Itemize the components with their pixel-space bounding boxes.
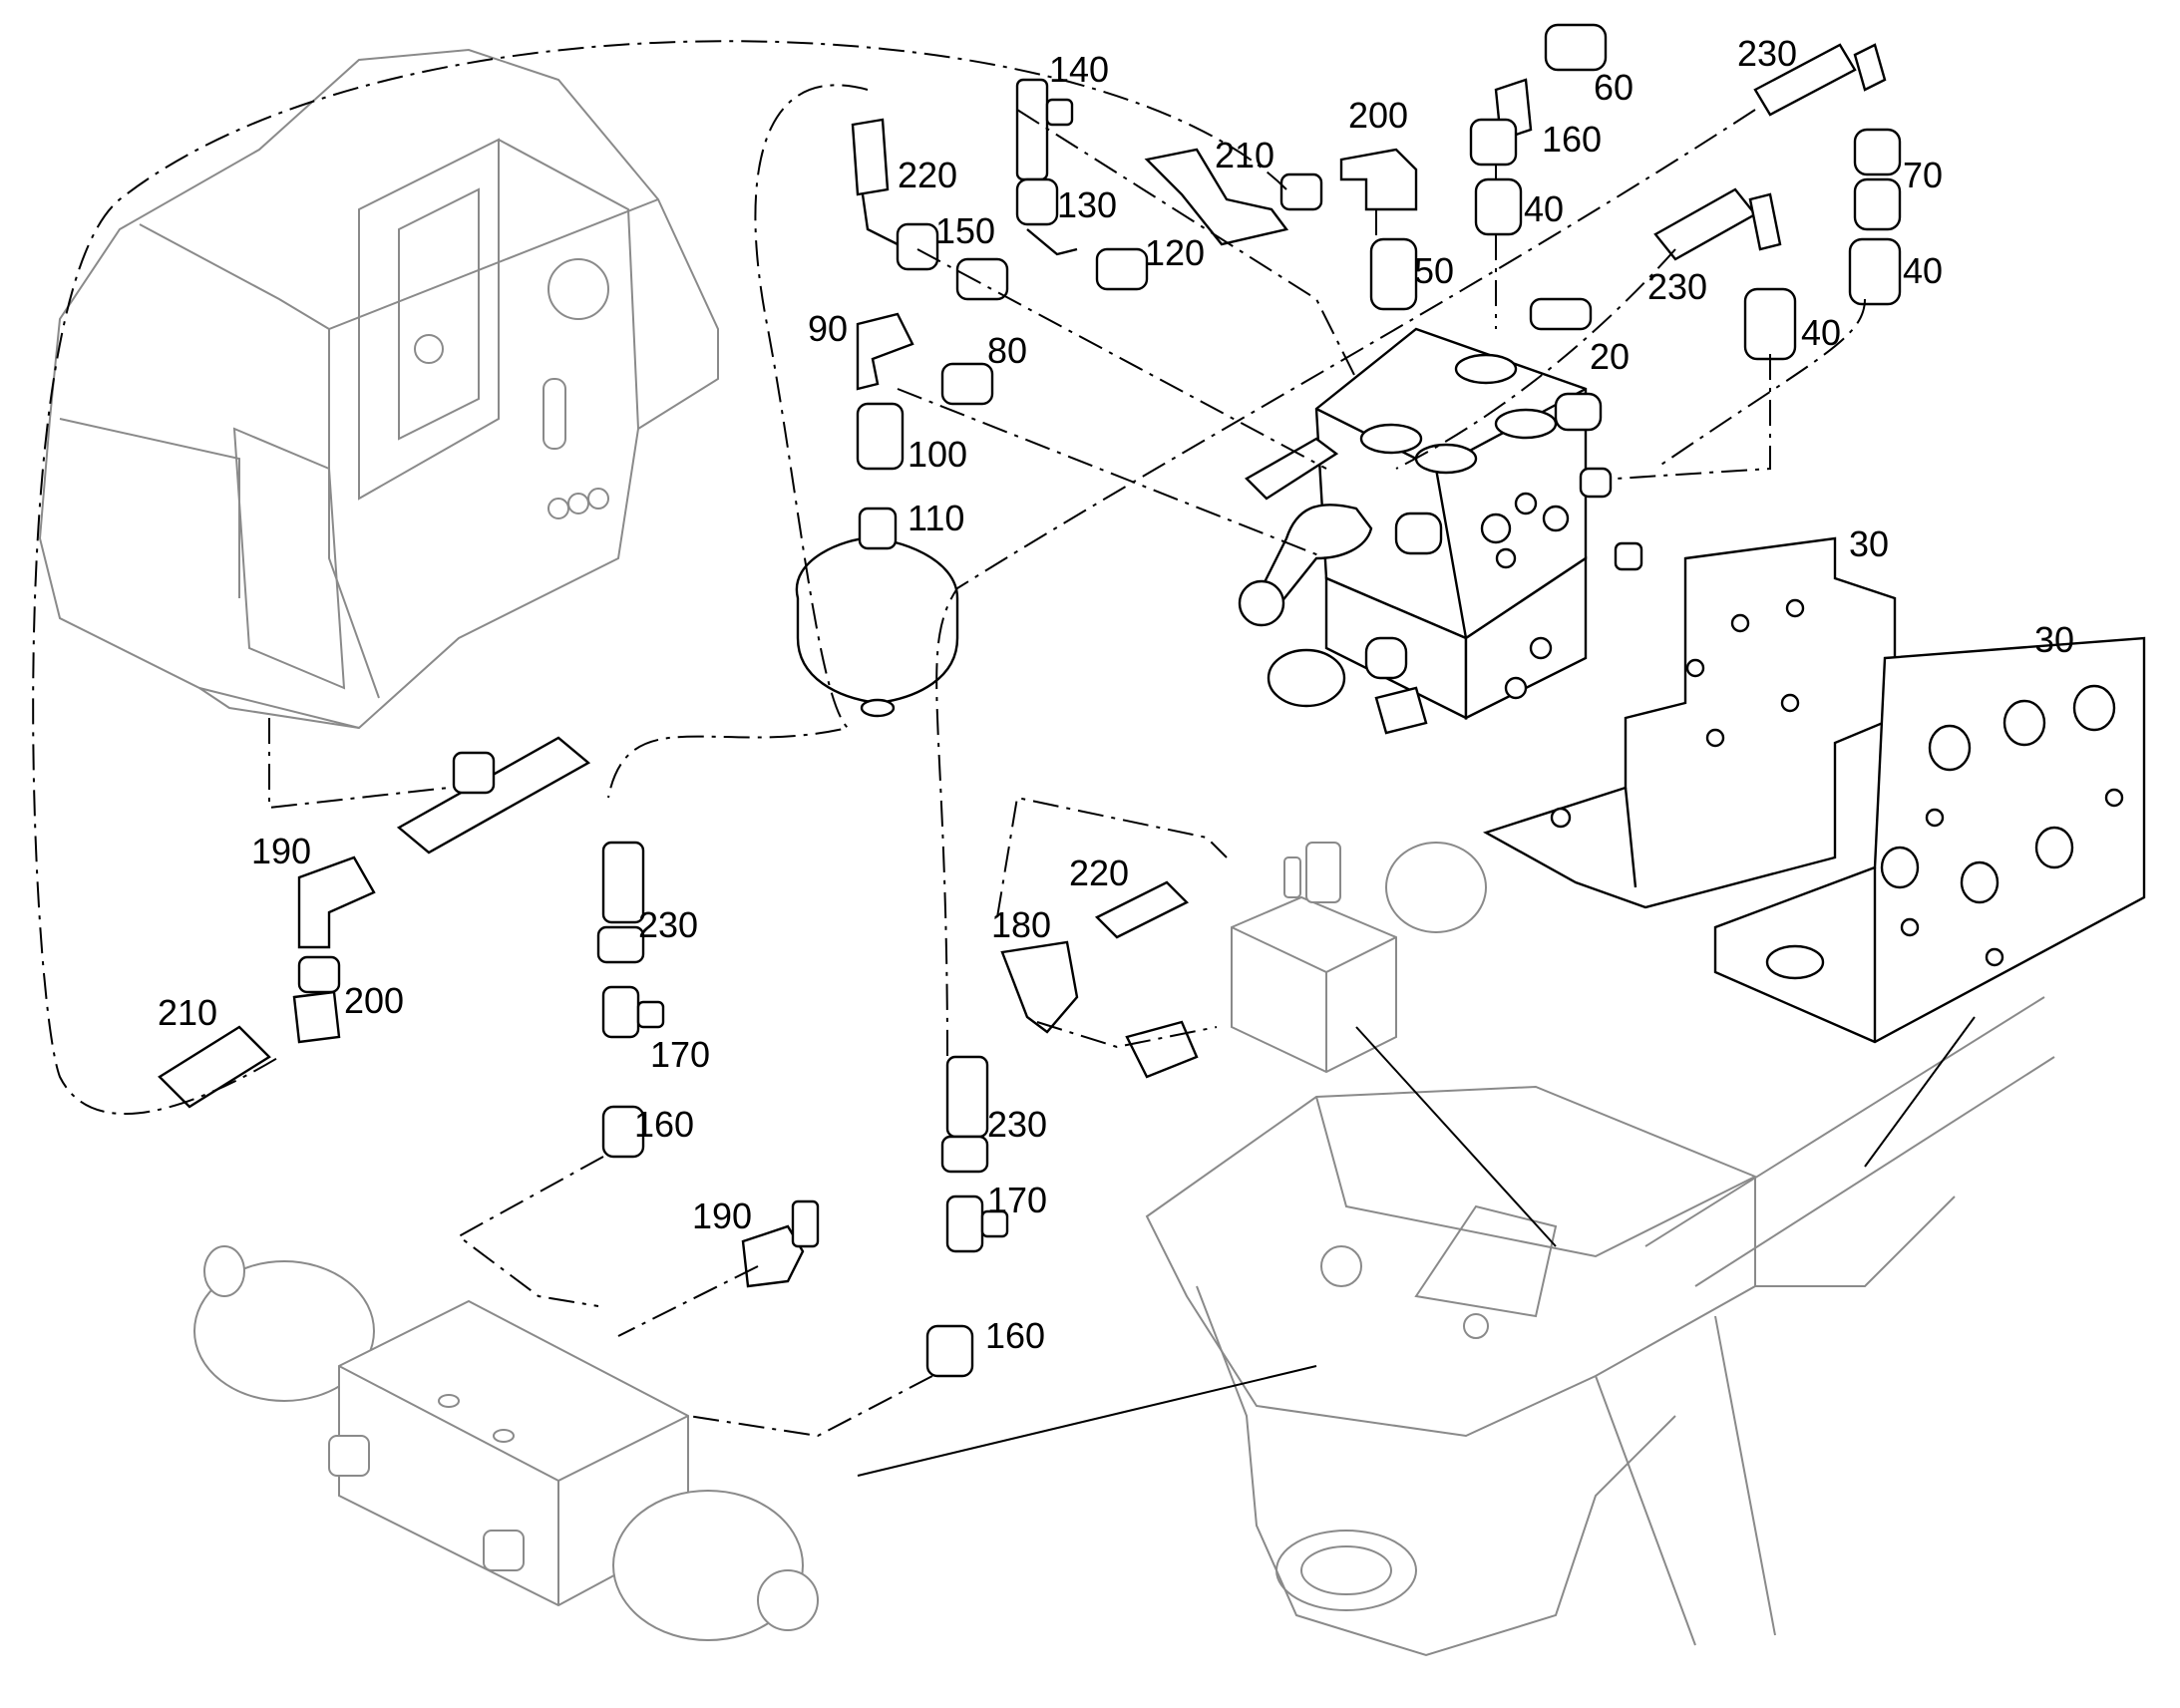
adapter-50: [1369, 237, 1418, 311]
hose-end-220-top: [851, 118, 890, 196]
tee-190-left: [297, 855, 376, 949]
callout-70: 70: [1903, 155, 1943, 195]
callout-120: 120: [1145, 232, 1205, 273]
hose-230-top: [1753, 43, 1857, 117]
elbow-90: [856, 312, 914, 391]
fittings: [158, 23, 1902, 1378]
hose-end-230-d: [945, 1055, 989, 1139]
callout-110: 110: [908, 498, 964, 538]
callout-30: 30: [1849, 523, 1889, 564]
adapter-120: [1095, 247, 1149, 291]
elbow-200-top: [1339, 148, 1418, 211]
control-valve-block: [1238, 297, 1643, 735]
chassis-articulation-frame: [1145, 842, 2055, 1657]
callout-230: 230: [1737, 33, 1797, 74]
elbow-160-c: [925, 1324, 974, 1378]
callout-190: 190: [692, 1196, 752, 1236]
leader-lines: [857, 1016, 1976, 1477]
cab-frame-housing: [38, 48, 719, 730]
callout-160: 160: [985, 1315, 1045, 1356]
callout-170: 170: [650, 1034, 710, 1075]
adapter-150: [955, 257, 1009, 301]
callout-40: 40: [1524, 188, 1564, 229]
callout-220: 220: [898, 155, 957, 195]
callout-30: 30: [2034, 619, 2074, 660]
elbow-160-b: [601, 1105, 645, 1159]
callout-100: 100: [908, 434, 967, 475]
callout-labels: 140 60 230 200 210 160 70 220 130 40 150…: [158, 33, 2074, 1356]
callout-130: 130: [1057, 184, 1117, 225]
adapter-80: [940, 362, 994, 406]
callout-90: 90: [808, 308, 848, 349]
nut-150: [896, 222, 939, 271]
callout-60: 60: [1594, 67, 1634, 108]
callout-160: 160: [1542, 119, 1602, 160]
callout-230: 230: [1647, 266, 1707, 307]
hose-220-b: [1094, 880, 1190, 939]
callout-230: 230: [638, 904, 698, 945]
callout-40: 40: [1801, 312, 1841, 353]
tee-180: [1000, 940, 1079, 1034]
tee-170-b: [945, 1195, 984, 1253]
nut-130: [1015, 177, 1059, 226]
callout-200: 200: [344, 980, 404, 1021]
hose-230-mid: [1653, 187, 1757, 261]
mounting-bracket-rear: [1482, 536, 1897, 909]
callout-170: 170: [987, 1180, 1047, 1220]
tee-fitting-140: [1015, 78, 1049, 181]
callout-50: 50: [1414, 250, 1454, 291]
callout-80: 80: [987, 330, 1027, 371]
adapter-100: [856, 402, 905, 471]
callout-230: 230: [987, 1104, 1047, 1145]
mounting-bracket-front: [1713, 636, 2146, 1044]
fitting-60: [1544, 23, 1608, 72]
callout-210: 210: [158, 992, 217, 1033]
callout-200: 200: [1348, 95, 1408, 136]
adapter-40-c: [1848, 237, 1902, 306]
tee-170-a: [601, 985, 640, 1039]
callout-160: 160: [634, 1104, 694, 1145]
accumulator-110: [795, 507, 959, 718]
adapter-40-b: [1743, 287, 1797, 361]
callout-40: 40: [1903, 250, 1943, 291]
callout-140: 140: [1049, 49, 1109, 90]
tee-190-b: [741, 1224, 805, 1288]
hose-210-top: [1144, 148, 1289, 246]
accumulator-valve-block-assembly: [193, 1245, 819, 1641]
callout-180: 180: [991, 904, 1051, 945]
callout-20: 20: [1590, 336, 1630, 377]
callout-210: 210: [1215, 135, 1274, 175]
callout-220: 220: [1069, 853, 1129, 893]
hose-210-left: [158, 1025, 271, 1109]
adapter-70: [1853, 128, 1902, 176]
callout-150: 150: [935, 210, 995, 251]
hose-end-230-c: [601, 841, 645, 924]
elbow-200-left: [297, 955, 341, 994]
callout-190: 190: [251, 831, 311, 871]
valve-tee-assembly: [396, 736, 591, 854]
assembly-center-lines: [32, 40, 1866, 1438]
adapter-40-a: [1474, 177, 1523, 236]
